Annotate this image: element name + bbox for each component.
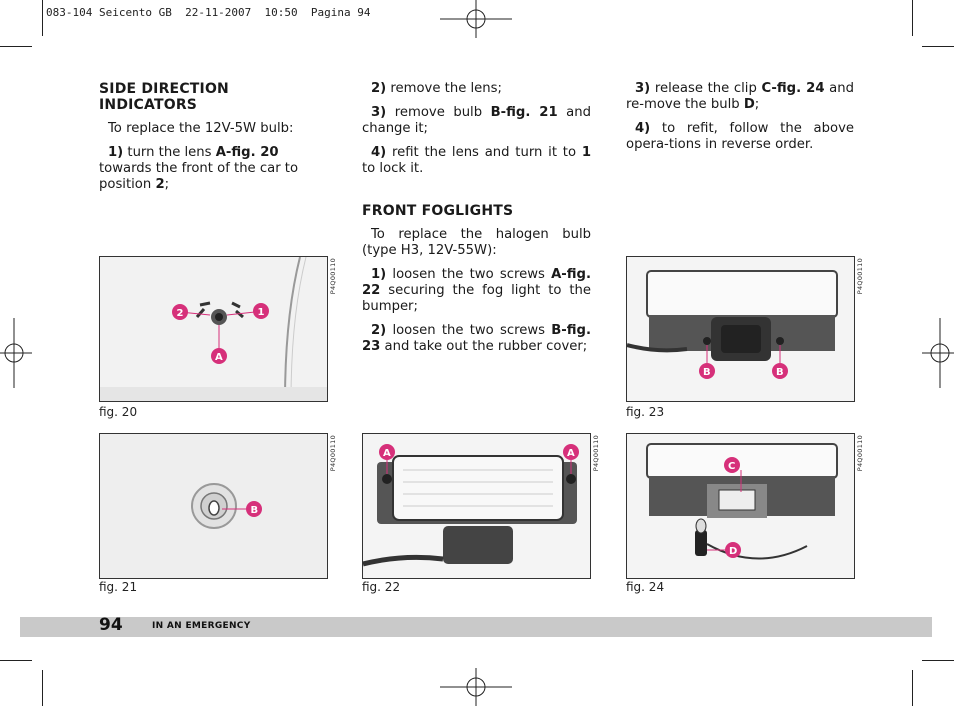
foglight-step-3: 3) release the clip C-fig. 24 and re-mov… bbox=[626, 81, 854, 112]
figure-21-bulb: B bbox=[99, 433, 328, 579]
foglight-step-1: 1) loosen the two screws A-fig. 22 secur… bbox=[362, 267, 591, 314]
foglight-step-2: 2) loosen the two screws B-fig. 23 and t… bbox=[362, 323, 591, 354]
step-2: 2) remove the lens; bbox=[371, 81, 502, 96]
step-1: 1) turn the lens A-fig. 20 towards the f… bbox=[99, 145, 299, 192]
fig20-illustration: 2 1 A bbox=[100, 257, 327, 401]
fig21-code: P4Q00110 bbox=[329, 435, 337, 472]
heading-line-2: INDICATORS bbox=[99, 97, 198, 113]
fig22-label-a-left: A bbox=[383, 448, 391, 459]
column-3: 3) release the clip C-fig. 24 and re-mov… bbox=[626, 81, 854, 161]
section-title: IN AN EMERGENCY bbox=[152, 621, 251, 631]
fig20-label-2: 2 bbox=[177, 308, 184, 319]
fig24-label-c: C bbox=[728, 461, 735, 472]
fig20-caption: fig. 20 bbox=[99, 405, 138, 419]
figure-23-foglight-rear: B B bbox=[626, 256, 855, 402]
figure-20-side-indicator: 2 1 A bbox=[99, 256, 328, 402]
figure-22-foglight-front: A A bbox=[362, 433, 591, 579]
fig20-label-1: 1 bbox=[258, 307, 265, 318]
fig21-label-b: B bbox=[251, 505, 259, 516]
heading-side-indicators: SIDE DIRECTION INDICATORS bbox=[99, 81, 327, 113]
column-2: 2) remove the lens; 3) remove bulb B-fig… bbox=[362, 81, 591, 363]
fig24-label-d: D bbox=[729, 546, 737, 557]
fig23-illustration: B B bbox=[627, 270, 838, 379]
fig22-caption: fig. 22 bbox=[362, 580, 401, 594]
fig22-code: P4Q00110 bbox=[592, 435, 600, 472]
intro-text: To replace the 12V-5W bulb: bbox=[108, 121, 294, 136]
fig23-label-b-right: B bbox=[776, 367, 784, 378]
fig23-caption: fig. 23 bbox=[626, 405, 665, 419]
fig24-illustration: C D bbox=[646, 443, 838, 560]
column-1: SIDE DIRECTION INDICATORS To replace the… bbox=[99, 81, 327, 201]
fig21-caption: fig. 21 bbox=[99, 580, 138, 594]
fig20-label-a: A bbox=[215, 352, 223, 363]
foglight-intro: To replace the halogen bulb (type H3, 12… bbox=[362, 227, 591, 258]
step-3: 3) remove bulb B-fig. 21 and change it; bbox=[362, 105, 591, 136]
page-number: 94 bbox=[99, 615, 123, 635]
fig23-label-b-left: B bbox=[703, 367, 711, 378]
heading-front-foglights: FRONT FOGLIGHTS bbox=[362, 203, 514, 219]
fig24-code: P4Q00110 bbox=[856, 435, 864, 472]
fig23-code: P4Q00110 bbox=[856, 258, 864, 295]
fig24-caption: fig. 24 bbox=[626, 580, 665, 594]
fig22-illustration: A A bbox=[363, 444, 579, 567]
print-slug: 083-104 Seicento GB 22-11-2007 10:50 Pag… bbox=[46, 6, 371, 19]
step-4: 4) refit the lens and turn it to 1 to lo… bbox=[362, 145, 591, 176]
figure-24-bulb-removal: C D bbox=[626, 433, 855, 579]
foglight-step-4: 4) to refit, follow the above opera-tion… bbox=[626, 121, 854, 152]
fig22-label-a-right: A bbox=[567, 448, 575, 459]
fig21-illustration: B bbox=[191, 483, 262, 529]
heading-line-1: SIDE DIRECTION bbox=[99, 81, 229, 97]
fig20-code: P4Q00110 bbox=[329, 258, 337, 295]
footer-band bbox=[20, 617, 932, 637]
